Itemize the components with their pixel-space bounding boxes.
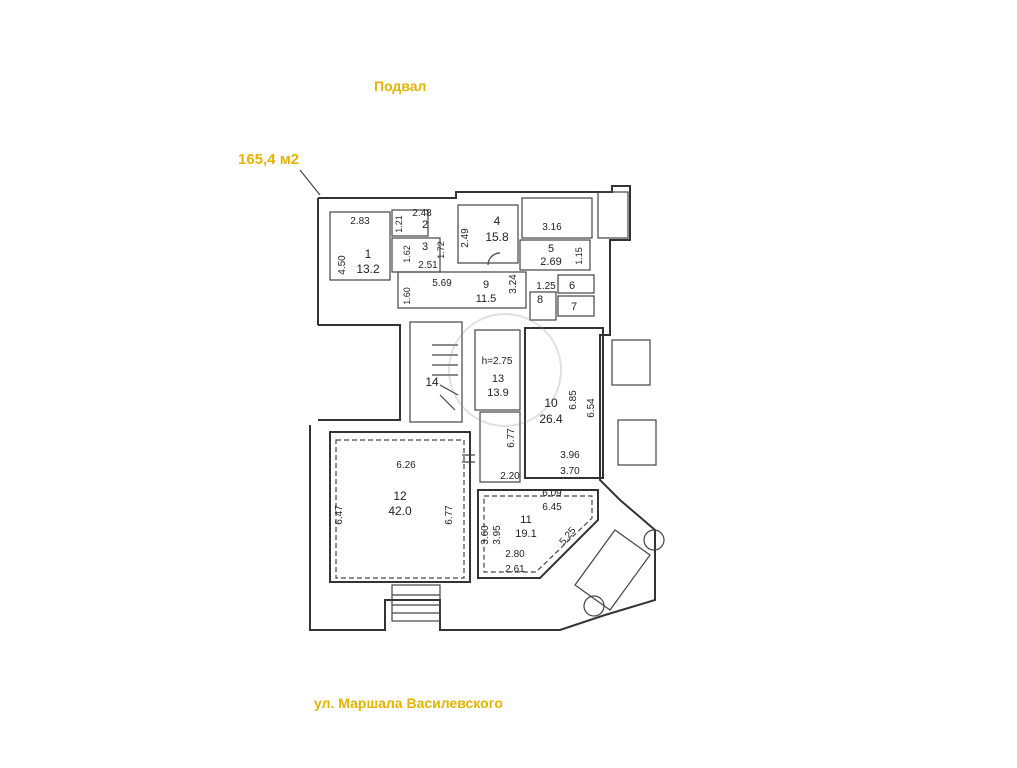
room-12-outline [329, 431, 471, 583]
room-13-outline [474, 329, 521, 411]
room-5-outline [519, 239, 591, 271]
dimension-label: 5.25 [558, 525, 579, 547]
room-1-outline [329, 211, 391, 281]
dimension-label: h=2.75 [482, 356, 513, 367]
room-number: 7 [571, 301, 577, 313]
room-number: 1 [365, 247, 372, 261]
dimension-label: 4.50 [337, 255, 348, 275]
dimension-label: 1.62 [402, 245, 412, 263]
room-area: 42.0 [388, 504, 412, 518]
bay-column-top [643, 529, 665, 551]
room-number: 3 [422, 241, 428, 253]
room-11-outline [477, 489, 599, 579]
dimension-label: 3.24 [508, 274, 519, 294]
dimension-label: 2.80 [505, 549, 525, 560]
room-number: 10 [544, 396, 558, 410]
room-number: 14 [425, 375, 439, 389]
door-swing-2 [462, 454, 475, 463]
dimension-label: 1.72 [436, 241, 446, 259]
entrance-step-lines [392, 594, 440, 614]
room-number: 2 [422, 219, 428, 231]
bay-outline [574, 529, 651, 611]
room-11-inner-outline [483, 495, 593, 573]
room-2-outline [391, 209, 429, 237]
area-leader-line [299, 169, 321, 196]
watermark [448, 313, 562, 427]
dimension-label: 1.15 [574, 247, 584, 265]
room-number: 6 [569, 280, 575, 292]
dimension-label: 2.48 [412, 208, 432, 219]
room-area: 15.8 [485, 230, 509, 244]
dimension-label: 2.51 [418, 260, 438, 271]
street-caption: ул. Маршала Василевского [314, 695, 503, 711]
dimension-label: 2.49 [460, 228, 471, 248]
dimension-label: 6.09 [542, 488, 562, 499]
room-14-outline [409, 321, 463, 423]
room-number: 13 [492, 373, 504, 385]
dimension-label: 6.47 [334, 505, 345, 525]
stair-lines [432, 344, 459, 411]
room-area: 13.9 [487, 387, 508, 399]
dimension-label: 2.61 [505, 564, 525, 575]
dimension-label: 6.26 [396, 460, 416, 471]
dimension-label: 1.21 [394, 215, 404, 233]
room-9-outline [397, 271, 527, 309]
dimension-label: 6.77 [506, 428, 517, 448]
room-number: 4 [494, 214, 501, 228]
room-number: 5 [548, 243, 554, 255]
corridor-outline [479, 411, 521, 483]
room-number: 8 [537, 294, 543, 306]
dimension-label: 1.25 [536, 281, 556, 292]
dimension-label: 3.60 [480, 525, 491, 545]
room-area: 2.69 [540, 256, 561, 268]
left-stub-wall [318, 324, 401, 421]
room-top-right-outline [521, 197, 593, 239]
room-area: 26.4 [539, 412, 563, 426]
room-10-outline [524, 327, 604, 479]
room-number: 9 [483, 279, 489, 291]
room-number: 12 [393, 489, 407, 503]
window-well-1 [611, 339, 651, 386]
floor-caption: Подвал [374, 78, 427, 94]
room-7-outline [557, 295, 595, 317]
area-caption: 165,4 м2 [238, 151, 300, 168]
dimension-label: 6.45 [542, 502, 562, 513]
top-right-annex [597, 191, 629, 239]
bay-column-bottom [583, 595, 605, 617]
outer-wall [309, 185, 656, 631]
dimension-label: 3.70 [560, 466, 580, 477]
dimension-label: 6.54 [586, 398, 597, 418]
dimension-label: 2.83 [350, 216, 370, 227]
room-number: 11 [520, 514, 531, 526]
room-8-outline [529, 291, 557, 321]
dimension-label: 3.16 [542, 222, 562, 233]
room-area: 11.5 [476, 293, 497, 305]
door-swing-1 [487, 252, 501, 266]
dimension-label: 2.20 [500, 471, 520, 482]
window-well-2 [617, 419, 657, 466]
dimension-label: 5.69 [432, 278, 452, 289]
dimension-label: 3.96 [560, 450, 580, 461]
dimension-label: 6.85 [568, 390, 579, 410]
entrance-steps [391, 584, 441, 622]
dimension-label: 6.77 [444, 505, 455, 525]
room-area: 19.1 [515, 528, 536, 540]
room-6-outline [557, 274, 595, 294]
room-12-inner-outline [335, 439, 465, 579]
dimension-label: 1.60 [402, 287, 412, 305]
room-area: 13.2 [356, 262, 380, 276]
dimension-label: 3.95 [492, 525, 503, 545]
